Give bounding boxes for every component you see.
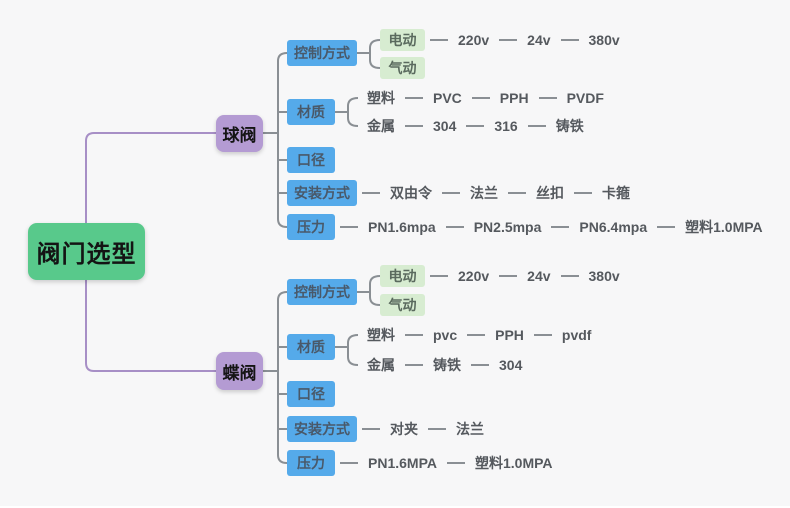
- chain-bf-pressure: PN1.6MPA 塑料1.0MPA: [330, 452, 553, 474]
- connector-dash: [471, 364, 489, 366]
- connector-dash: [362, 428, 380, 430]
- node-bf-installation[interactable]: 安装方式: [287, 416, 357, 442]
- text-node-metal[interactable]: 金属: [367, 357, 395, 373]
- connector-dash: [560, 275, 579, 277]
- chain-ball-voltages: 220v 24v 380v: [420, 29, 620, 51]
- text-node-material[interactable]: 304: [433, 118, 457, 134]
- connector-dash: [466, 125, 485, 127]
- node-ball-material[interactable]: 材质: [287, 99, 335, 125]
- connector-dash: [499, 275, 518, 277]
- text-node-material[interactable]: PVDF: [566, 90, 604, 106]
- butterfly-valve-connectors: [263, 275, 381, 464]
- connector-dash: [499, 39, 518, 41]
- text-node-voltage[interactable]: 24v: [527, 32, 551, 48]
- node-ball-control-method[interactable]: 控制方式: [287, 40, 357, 66]
- connector-dash: [340, 462, 358, 464]
- chain-ball-pressure: PN1.6mpa PN2.5mpa PN6.4mpa 塑料1.0MPA: [330, 216, 763, 238]
- node-ball-pneumatic[interactable]: 气动: [380, 57, 425, 79]
- text-node-material[interactable]: PPH: [499, 90, 529, 106]
- node-ball-electric[interactable]: 电动: [380, 29, 425, 51]
- branch-node-butterfly-valve[interactable]: 蝶阀: [216, 352, 263, 390]
- node-ball-diameter[interactable]: 口径: [287, 147, 335, 173]
- chain-bf-voltages: 220v 24v 380v: [420, 265, 620, 287]
- branch-node-ball-valve[interactable]: 球阀: [216, 115, 263, 152]
- connector-dash: [442, 192, 460, 194]
- connector-dash: [446, 462, 465, 464]
- root-node[interactable]: 阀门选型: [28, 223, 145, 280]
- connector-dash: [527, 125, 546, 127]
- text-node-voltage[interactable]: 380v: [588, 32, 620, 48]
- text-node-voltage[interactable]: 24v: [527, 268, 551, 284]
- connector-dash: [471, 97, 490, 99]
- text-node-voltage[interactable]: 380v: [588, 268, 620, 284]
- node-bf-electric[interactable]: 电动: [380, 265, 425, 287]
- connector-dash: [508, 192, 526, 194]
- connector-dash: [533, 334, 552, 336]
- text-node-material[interactable]: pvdf: [561, 327, 592, 343]
- chain-bf-metal: 金属 铸铁 304: [367, 354, 522, 376]
- ball-valve-connectors: [263, 39, 381, 228]
- text-node-metal[interactable]: 金属: [367, 118, 395, 134]
- text-node-material[interactable]: pvc: [433, 327, 458, 343]
- text-node-pressure[interactable]: PN1.6MPA: [368, 455, 437, 471]
- text-node-material[interactable]: 304: [499, 357, 523, 373]
- chain-ball-metal: 金属 304 316 铸铁: [367, 115, 584, 137]
- connector-dash: [445, 226, 464, 228]
- text-node-voltage[interactable]: 220v: [458, 268, 490, 284]
- connector-dash: [405, 334, 423, 336]
- connector-dash: [362, 192, 380, 194]
- connector-dash: [467, 334, 486, 336]
- text-node-plastic[interactable]: 塑料: [367, 327, 395, 343]
- node-bf-diameter[interactable]: 口径: [287, 381, 335, 407]
- connector-dash: [538, 97, 557, 99]
- text-node-material[interactable]: 铸铁: [555, 118, 584, 134]
- connector-dash: [405, 125, 423, 127]
- connector-dash: [430, 39, 448, 41]
- node-bf-material[interactable]: 材质: [287, 334, 335, 360]
- text-node-install[interactable]: 对夹: [390, 421, 418, 437]
- connector-dash: [405, 364, 423, 366]
- root-branch-connectors: [85, 132, 216, 372]
- connector-dash: [574, 192, 592, 194]
- connector-dash: [340, 226, 358, 228]
- text-node-voltage[interactable]: 220v: [458, 32, 490, 48]
- chain-ball-installation: 双由令 法兰 丝扣 卡箍: [352, 182, 630, 204]
- text-node-pressure[interactable]: PN6.4mpa: [579, 219, 648, 235]
- text-node-material[interactable]: PVC: [433, 90, 462, 106]
- text-node-install[interactable]: 丝扣: [536, 185, 564, 201]
- text-node-pressure[interactable]: 塑料1.0MPA: [685, 219, 763, 235]
- connector-dash: [657, 226, 676, 228]
- chain-bf-plastic: 塑料 pvc PPH pvdf: [367, 324, 591, 346]
- connector-dash: [430, 275, 448, 277]
- node-bf-pressure[interactable]: 压力: [287, 450, 335, 476]
- text-node-pressure[interactable]: PN2.5mpa: [473, 219, 542, 235]
- connector-dash: [560, 39, 579, 41]
- text-node-pressure[interactable]: 塑料1.0MPA: [474, 455, 553, 471]
- text-node-install[interactable]: 法兰: [470, 185, 498, 201]
- node-bf-control-method[interactable]: 控制方式: [287, 279, 357, 305]
- node-bf-pneumatic[interactable]: 气动: [380, 294, 425, 316]
- text-node-material[interactable]: 316: [494, 118, 518, 134]
- chain-bf-installation: 对夹 法兰: [352, 418, 484, 440]
- node-ball-pressure[interactable]: 压力: [287, 214, 335, 240]
- node-ball-installation[interactable]: 安装方式: [287, 180, 357, 206]
- text-node-install[interactable]: 卡箍: [602, 185, 630, 201]
- connector-dash: [428, 428, 446, 430]
- text-node-pressure[interactable]: PN1.6mpa: [368, 219, 436, 235]
- chain-ball-plastic: 塑料 PVC PPH PVDF: [367, 87, 604, 109]
- text-node-plastic[interactable]: 塑料: [367, 90, 395, 106]
- connector-dash: [551, 226, 570, 228]
- text-node-material[interactable]: 铸铁: [433, 357, 461, 373]
- text-node-material[interactable]: PPH: [495, 327, 524, 343]
- text-node-install[interactable]: 法兰: [456, 421, 484, 437]
- connector-dash: [405, 97, 423, 99]
- text-node-install[interactable]: 双由令: [390, 185, 432, 201]
